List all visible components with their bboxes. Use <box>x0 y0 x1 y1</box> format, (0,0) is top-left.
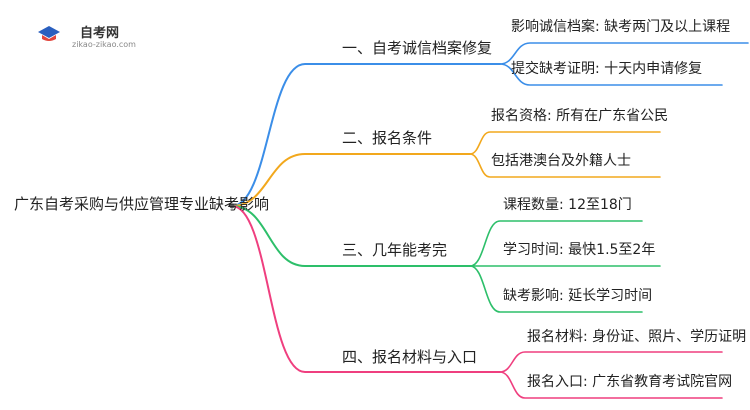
leaf-2-1: 报名资格: 所有在广东省公民 <box>491 108 669 124</box>
branch-3-label: 三、几年能考完 <box>342 241 448 259</box>
branch-4-connector <box>231 205 501 373</box>
branch-4-label: 四、报名材料与入口 <box>342 348 478 366</box>
leaf-2-1-connector <box>469 131 661 155</box>
leaf-4-1-connector <box>499 351 723 373</box>
leaf-3-1-connector <box>469 220 643 267</box>
leaf-4-2: 报名入口: 广东省教育考试院官网 <box>527 374 733 390</box>
branch-1-label: 一、自考诚信档案修复 <box>342 39 493 57</box>
leaf-3-2: 学习时间: 最快1.5至2年 <box>503 242 656 258</box>
leaf-2-2-connector <box>469 153 661 178</box>
branch-2-connector <box>231 153 471 207</box>
leaf-1-1-connector <box>499 42 749 65</box>
root-topic: 广东自考采购与供应管理专业缺考影响 <box>14 195 270 213</box>
leaf-2-2: 包括港澳台及外籍人士 <box>491 153 631 169</box>
branch-1-connector <box>231 63 501 207</box>
logo-icon <box>38 26 60 41</box>
leaf-1-2-connector <box>499 63 723 86</box>
branch-3-connector <box>231 205 471 267</box>
leaf-3-3: 缺考影响: 延长学习时间 <box>503 288 653 304</box>
leaf-4-2-connector <box>499 371 723 399</box>
logo-name: 自考网 <box>80 26 120 41</box>
leaf-3-3-connector <box>469 265 643 313</box>
root-anchor-dot <box>229 203 235 209</box>
branch-2-label: 二、报名条件 <box>342 129 433 147</box>
site-logo: 自考网 zikao-zikao.com <box>36 20 146 52</box>
leaf-3-1: 课程数量: 12至18门 <box>503 197 632 213</box>
logo-site: zikao-zikao.com <box>72 40 136 49</box>
leaf-1-2: 提交缺考证明: 十天内申请修复 <box>511 61 703 77</box>
leaf-1-1: 影响诚信档案: 缺考两门及以上课程 <box>511 19 731 35</box>
leaf-4-1: 报名材料: 身份证、照片、学历证明 <box>527 329 747 345</box>
